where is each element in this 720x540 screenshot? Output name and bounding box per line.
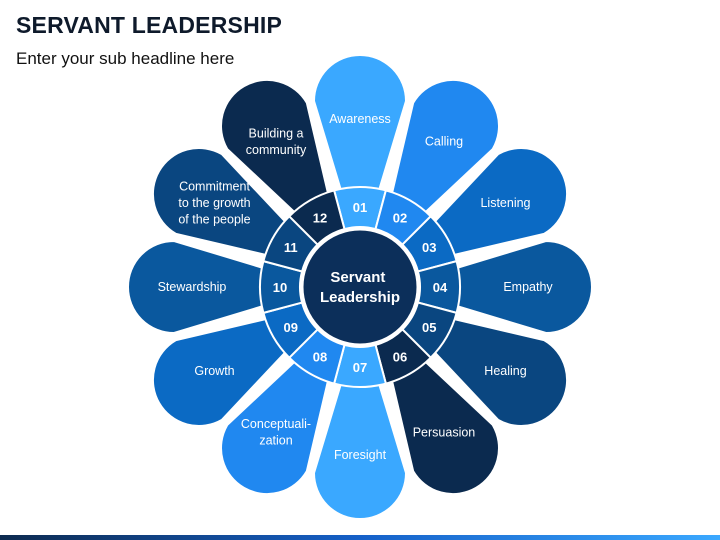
ring-number-02: 02 [393,211,407,226]
petal-label-10-line-1: Stewardship [158,280,227,294]
petal-04 [439,239,593,335]
petals-layer: AwarenessCallingListeningEmpathyHealingP… [127,54,593,520]
ring-number-01: 01 [353,200,367,215]
ring-number-09: 09 [283,320,297,335]
petal-label-05-line-1: Healing [484,364,526,378]
petal-label-12-line-1: Building a [249,126,304,140]
petal-02 [386,79,500,226]
petal-label-05: Healing [484,364,526,378]
petal-08 [220,348,334,495]
petal-label-03: Listening [480,196,530,210]
ring-number-07: 07 [353,360,367,375]
petal-label-11-line-1: Commitment [179,180,250,194]
ring-number-04: 04 [433,280,448,295]
center-label: Servant Leadership [320,269,400,306]
petal-01 [312,54,408,208]
petal-label-06-line-1: Persuasion [413,425,476,439]
petal-06 [386,348,500,495]
page-title: SERVANT LEADERSHIP [16,12,283,38]
ring-number-05: 05 [422,320,436,335]
petal-label-10: Stewardship [158,280,227,294]
petal-label-03-line-1: Listening [480,196,530,210]
petal-label-12-line-2: community [246,143,307,157]
petal-12 [220,79,334,226]
petal-label-11-line-2: to the growth [178,196,250,210]
petal-10 [127,239,281,335]
petal-label-08: Conceptuali-zation [241,417,311,448]
petal-label-04: Empathy [503,280,553,294]
ring-number-11: 11 [284,240,298,255]
center-label-line-1: Servant [330,269,385,286]
petal-09 [152,313,299,427]
center-label-line-2: Leadership [320,289,400,306]
petal-03 [421,147,568,261]
petal-label-12: Building a community [246,126,307,157]
ring-number-06: 06 [393,349,407,364]
ring-number-08: 08 [313,349,327,364]
petal-label-02-line-1: Calling [425,135,463,149]
petal-label-02: Calling [425,135,463,149]
number-ring: 01 02 03 04 05 06 07 08 09 10 11 12 [259,186,461,388]
petal-label-06: Persuasion [413,425,476,439]
ring-number-12: 12 [313,211,327,226]
petal-label-04-line-1: Empathy [503,280,553,294]
petal-07 [312,366,408,520]
center-hub: Servant Leadership [300,227,420,347]
ring-number-03: 03 [422,240,436,255]
petal-label-11: Commitment to the growth of the people [178,180,250,227]
petal-11 [152,147,299,261]
petal-label-01: Awareness [329,112,391,126]
petal-label-07: Foresight [334,448,387,462]
ring-number-10: 10 [273,280,287,295]
petal-label-11-line-3: of the people [178,213,250,227]
page-subtitle: Enter your sub headline here [16,49,235,68]
petal-label-08-line-1: Conceptuali- [241,417,311,431]
petal-label-09: Growth [194,364,234,378]
petal-label-08-line-2: zation [259,434,292,448]
petal-05 [421,313,568,427]
center-circle [300,227,420,347]
footer-gradient-bar [0,535,720,540]
petal-label-01-line-1: Awareness [329,112,391,126]
petal-label-07-line-1: Foresight [334,448,387,462]
ring-segment-12 [287,189,346,246]
petal-label-09-line-1: Growth [194,364,234,378]
